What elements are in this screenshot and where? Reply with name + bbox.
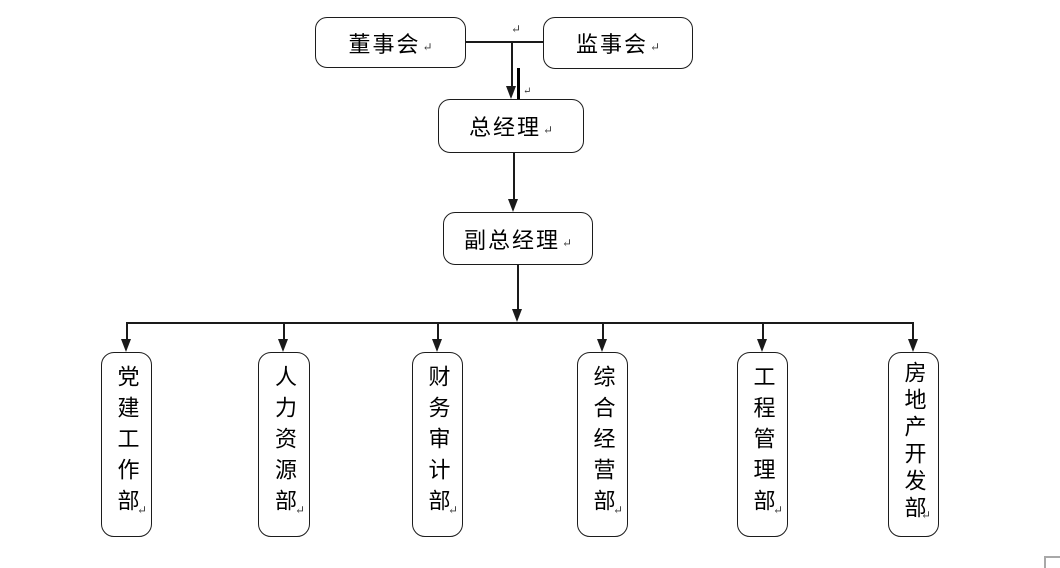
return-mark-icon: ↵ xyxy=(612,503,623,517)
dept-label: 党建工作部 xyxy=(114,365,140,520)
arrowhead-down-icon xyxy=(597,339,607,352)
return-mark-icon: ↵ xyxy=(523,86,532,97)
dept-label: 人力资源部 xyxy=(272,365,297,520)
drop-dept-5 xyxy=(762,323,764,340)
arrowhead-down-icon xyxy=(432,339,442,352)
dept-label: 财务审计部 xyxy=(425,365,451,520)
return-mark-icon: ↵ xyxy=(772,503,783,517)
node-general-manager-label: 总经理 xyxy=(468,115,541,140)
drop-dept-1 xyxy=(126,323,128,340)
dept-label: 工程管理部 xyxy=(750,365,776,520)
node-board-label: 董事会 xyxy=(348,31,421,57)
node-dept-general-operations[interactable]: 综合经营部 ↵ xyxy=(577,352,628,537)
return-mark-icon: ↵ xyxy=(136,503,147,517)
connector-to-general-manager xyxy=(511,41,513,87)
arrowhead-down-icon xyxy=(508,199,518,212)
node-supervisory-label: 监事会 xyxy=(575,32,648,57)
connector-gm-to-dgm xyxy=(513,153,515,200)
distribution-line xyxy=(126,322,914,324)
node-general-manager[interactable]: 总经理↵ xyxy=(438,99,584,153)
return-mark-icon: ↵ xyxy=(294,503,305,517)
dept-label: 房地产开发部 xyxy=(901,361,927,523)
return-mark-icon: ↵ xyxy=(511,22,522,36)
arrowhead-down-icon xyxy=(908,339,918,352)
node-dept-finance-audit[interactable]: 财务审计部 ↵ xyxy=(412,352,463,537)
node-dept-engineering-management[interactable]: 工程管理部 ↵ xyxy=(737,352,788,537)
return-mark-icon: ↵ xyxy=(542,123,554,137)
connector-board-supervisory xyxy=(466,41,543,43)
return-mark-icon: ↵ xyxy=(447,503,458,517)
node-deputy-general-manager[interactable]: 副总经理↵ xyxy=(443,212,593,265)
return-mark-icon: ↵ xyxy=(422,39,433,54)
page-corner-horizontal xyxy=(1044,556,1060,558)
drop-dept-6 xyxy=(912,323,914,340)
arrowhead-down-icon xyxy=(512,309,522,322)
return-mark-icon: ↵ xyxy=(920,508,931,522)
drop-dept-4 xyxy=(602,323,604,340)
page-corner-vertical xyxy=(1044,556,1046,568)
node-dept-real-estate-development[interactable]: 房地产开发部 ↵ xyxy=(888,352,939,537)
arrowhead-down-icon xyxy=(506,86,516,99)
node-board-of-directors[interactable]: 董事会↵ xyxy=(315,17,466,68)
text-cursor-bar xyxy=(517,68,520,118)
arrowhead-down-icon xyxy=(121,339,131,352)
connector-dgm-to-departments xyxy=(517,265,519,310)
return-mark-icon: ↵ xyxy=(561,235,573,250)
arrowhead-down-icon xyxy=(757,339,767,352)
return-mark-icon: ↵ xyxy=(649,40,661,54)
node-dept-party-building[interactable]: 党建工作部 ↵ xyxy=(101,352,152,537)
node-deputy-general-manager-label: 副总经理 xyxy=(463,227,560,253)
drop-dept-3 xyxy=(437,323,439,340)
node-supervisory-board[interactable]: 监事会↵ xyxy=(543,17,693,69)
dept-label: 综合经营部 xyxy=(590,365,616,520)
arrowhead-down-icon xyxy=(278,339,288,352)
drop-dept-2 xyxy=(283,323,285,340)
node-dept-human-resources[interactable]: 人力资源部 ↵ xyxy=(258,352,310,537)
